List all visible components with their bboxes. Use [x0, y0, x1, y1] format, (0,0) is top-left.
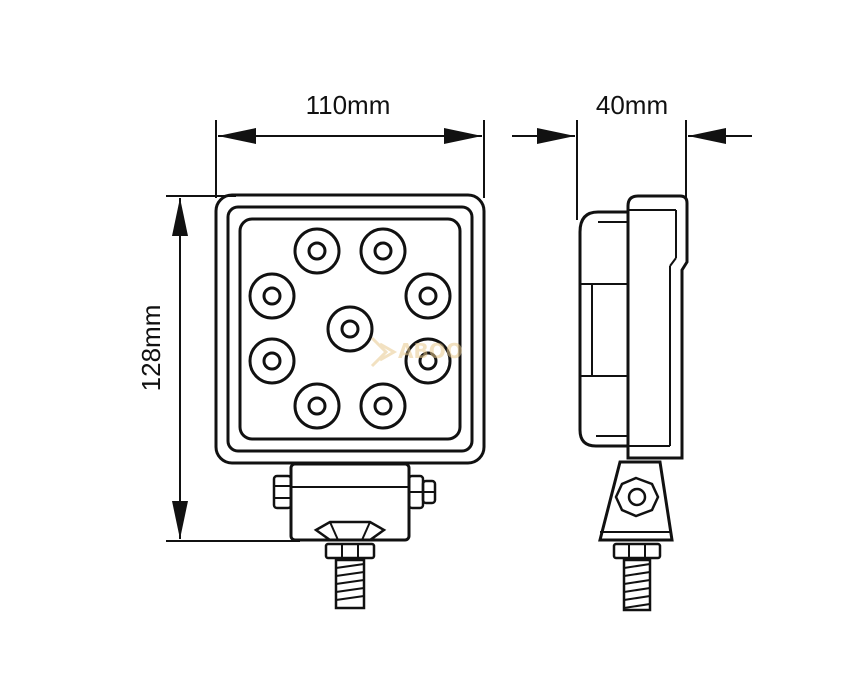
- depth-arrow-right: [688, 128, 726, 144]
- width-arrow-right: [444, 128, 482, 144]
- bracket-body: [289, 462, 411, 542]
- rear-housing: [626, 194, 689, 460]
- led: [359, 227, 407, 275]
- height-arrow-top: [172, 198, 188, 236]
- thread-line: [335, 571, 365, 577]
- led: [293, 227, 341, 275]
- width-arrow-left: [218, 128, 256, 144]
- width-label: 110mm: [306, 90, 391, 120]
- led: [326, 305, 374, 353]
- side-bolt-nut: [614, 476, 660, 518]
- mounting-bracket: [272, 462, 437, 610]
- led: [248, 272, 296, 320]
- thread-line: [623, 579, 651, 585]
- front-view: 110mm 128mm: [136, 90, 486, 610]
- thread-line: [623, 563, 651, 569]
- side-bracket: [598, 460, 674, 560]
- thread-line: [335, 563, 365, 569]
- thread-line: [623, 603, 651, 609]
- thread-line: [335, 587, 365, 593]
- height-arrow-bottom: [172, 501, 188, 539]
- height-label: 128mm: [136, 305, 166, 392]
- thread-line: [623, 587, 651, 593]
- depth-arrow-left: [537, 128, 575, 144]
- side-nut-right: [407, 474, 437, 510]
- led: [404, 272, 452, 320]
- side-view: 40mm: [512, 90, 752, 612]
- depth-dimension: 40mm: [512, 90, 752, 220]
- watermark-text: ABOO: [398, 339, 463, 363]
- led: [359, 382, 407, 430]
- depth-label: 40mm: [596, 90, 668, 120]
- lens-panel: [238, 217, 462, 441]
- thread-line: [335, 595, 365, 601]
- side-nut-left: [272, 474, 293, 510]
- side-bolt-head: [627, 487, 647, 507]
- thread-line: [623, 595, 651, 601]
- width-dimension: 110mm: [215, 90, 485, 198]
- front-bezel: [578, 210, 628, 448]
- watermark: ABOO: [370, 336, 463, 368]
- housing-outer: [214, 193, 486, 465]
- led-array: [248, 227, 452, 430]
- threaded-stud-side: [622, 558, 652, 612]
- thread-line: [335, 579, 365, 585]
- led: [293, 382, 341, 430]
- threaded-stud-front: [334, 558, 366, 610]
- housing-inner: [226, 205, 474, 453]
- watermark-logo-icon: [370, 336, 398, 368]
- bottom-nut: [313, 520, 387, 560]
- led: [404, 337, 452, 385]
- led: [248, 337, 296, 385]
- thread-line: [623, 571, 651, 577]
- height-dimension: 128mm: [136, 195, 300, 542]
